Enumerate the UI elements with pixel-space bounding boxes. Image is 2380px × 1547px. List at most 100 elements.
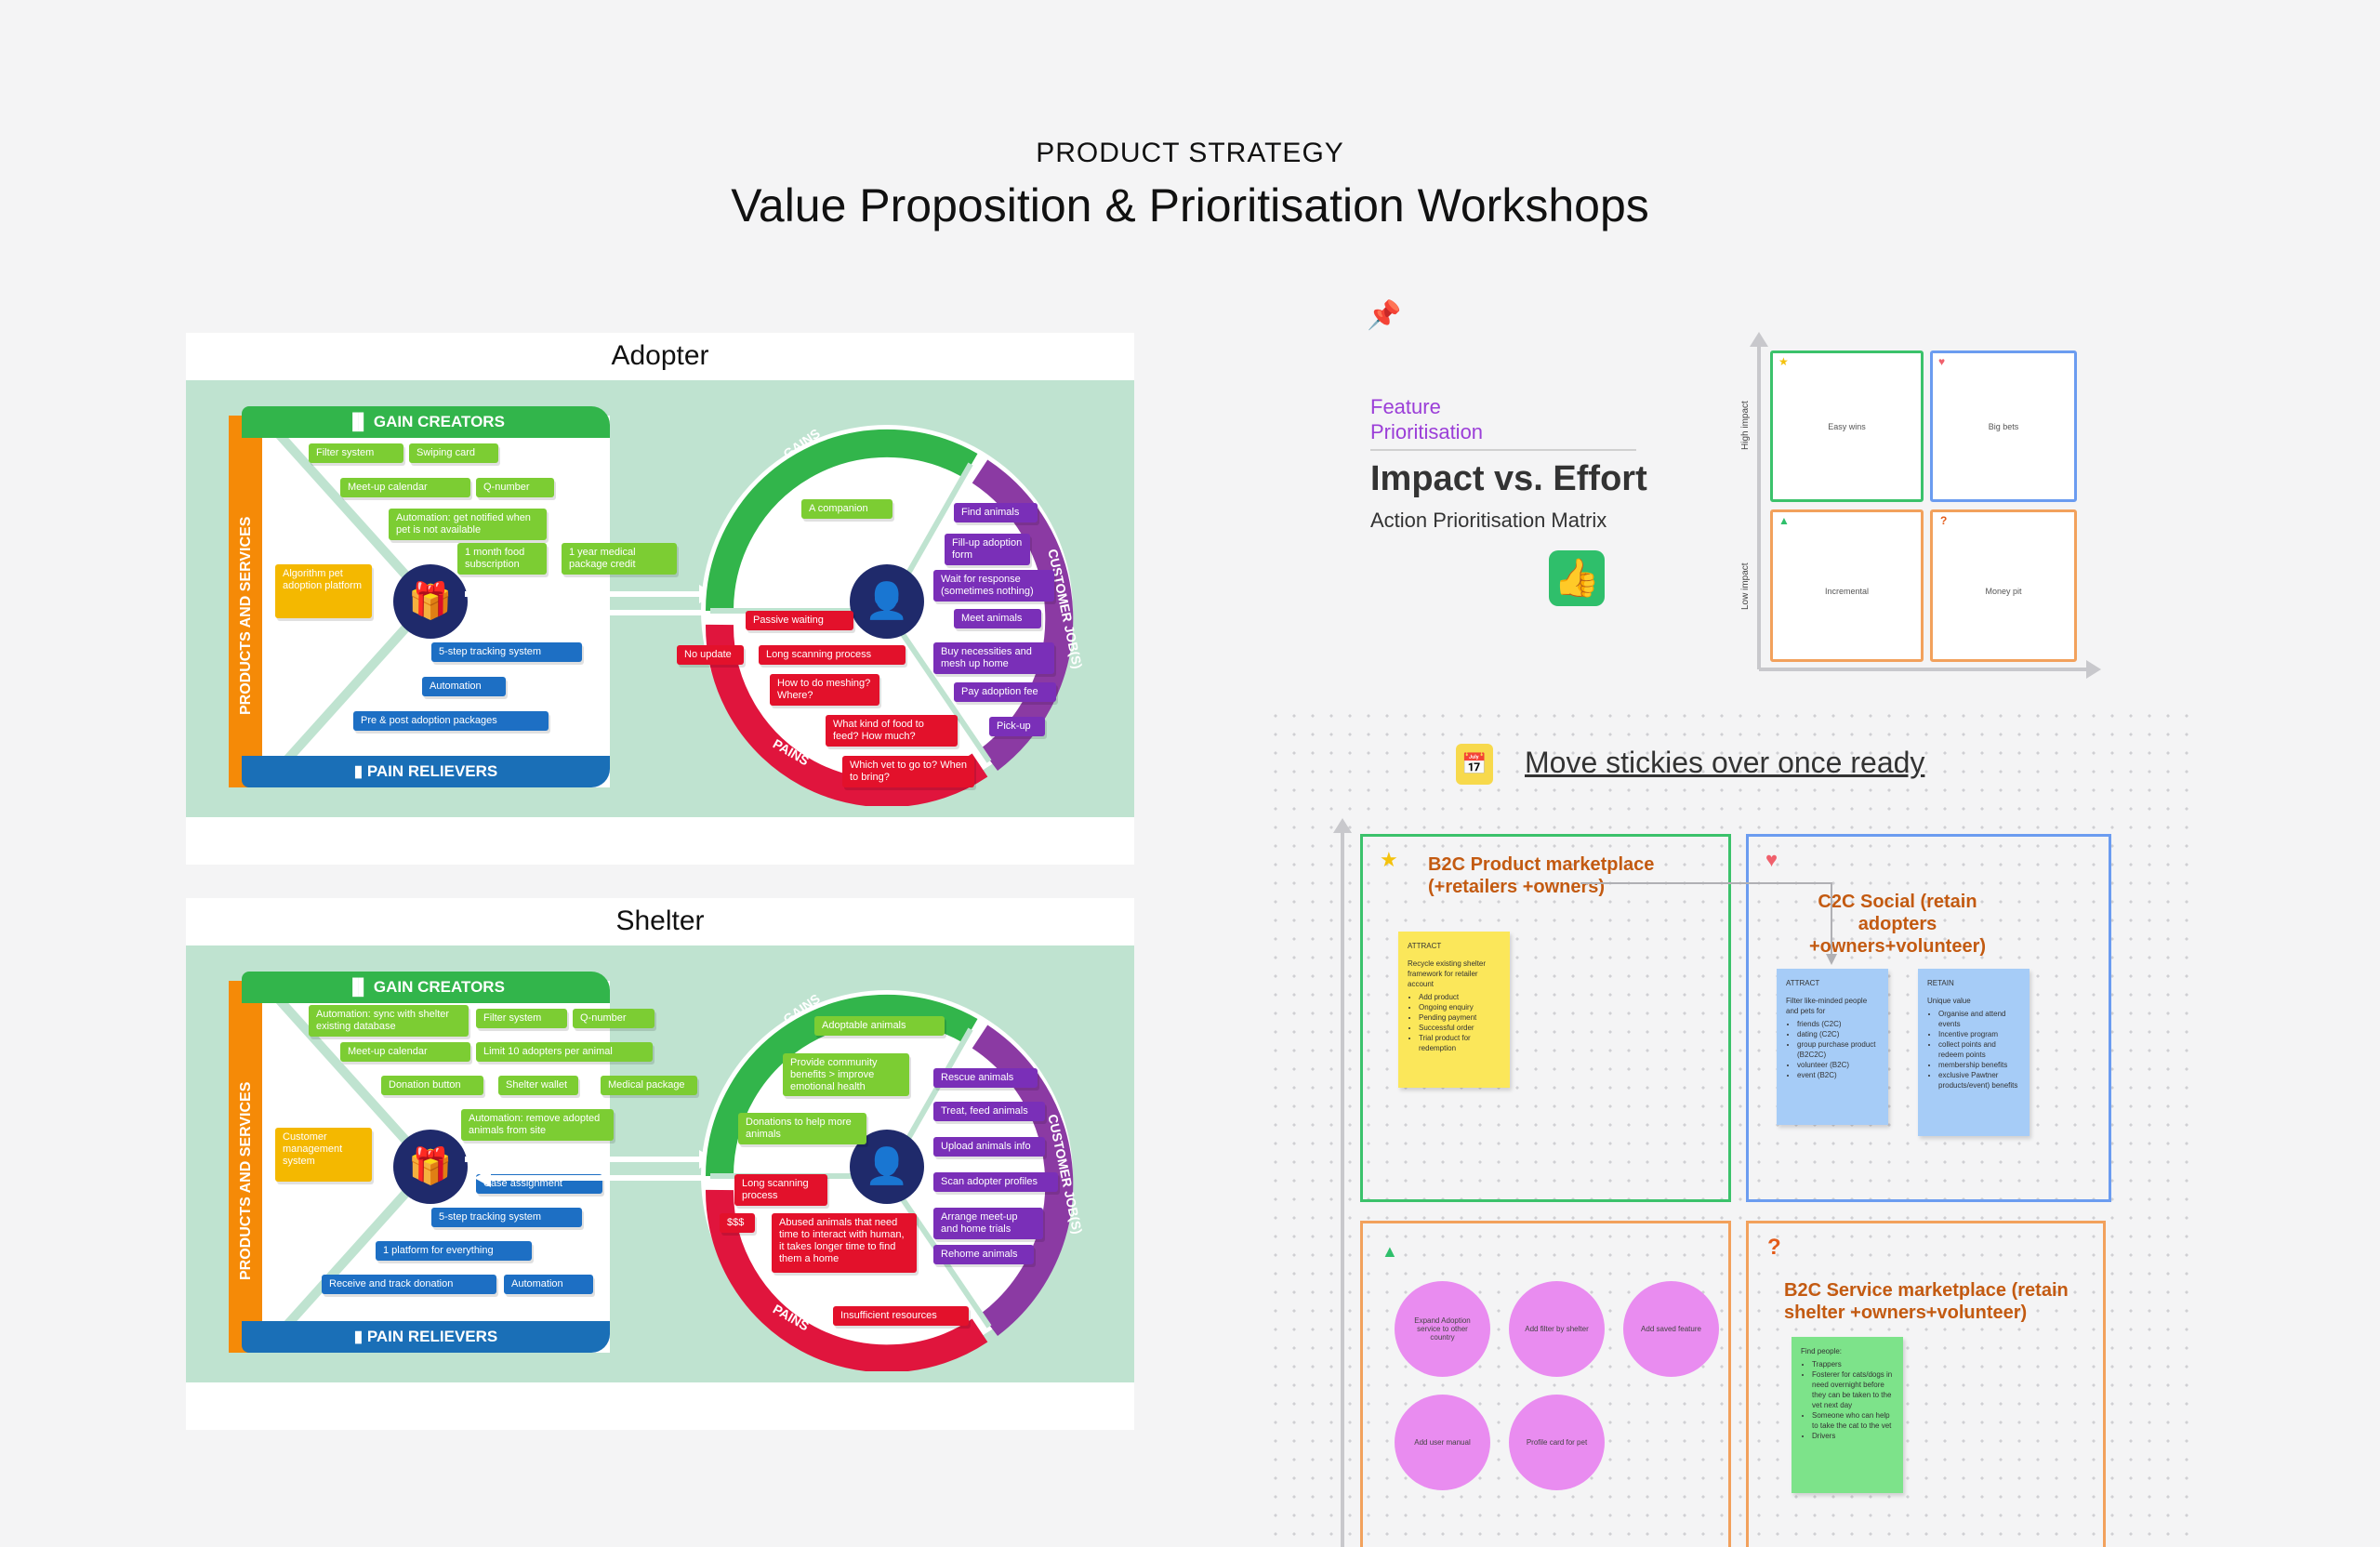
sticky-body: Unique value bbox=[1927, 997, 1971, 1005]
pain-reliever-chip[interactable]: 1 platform for everything bbox=[376, 1241, 532, 1261]
b2c-service-marketplace-zone[interactable]: ? B2C Service marketplace (retain shelte… bbox=[1746, 1221, 2106, 1547]
gain-chip[interactable]: A companion bbox=[801, 499, 892, 519]
sticky-list-item: collect points and redeem points bbox=[1938, 1039, 2020, 1060]
connector-line bbox=[1580, 882, 1837, 965]
gain-creator-chip[interactable]: Meet-up calendar bbox=[340, 1042, 470, 1062]
y-axis-high-label: High impact bbox=[1740, 401, 1751, 450]
job-chip[interactable]: Meet animals bbox=[954, 609, 1041, 628]
job-chip[interactable]: Wait for response (sometimes nothing) bbox=[933, 570, 1054, 602]
gain-creator-chip[interactable]: Medical package bbox=[601, 1076, 697, 1095]
sticky-list-item: Trial product for redemption bbox=[1419, 1033, 1501, 1053]
b2c-product-marketplace-zone[interactable]: ★ B2C Product marketplace (+retailers +o… bbox=[1360, 834, 1731, 1202]
sticky-note[interactable]: Find people: Trappers Fosterer for cats/… bbox=[1792, 1337, 1903, 1493]
products-services-band bbox=[229, 981, 262, 1353]
idea-dot[interactable]: Add filter by shelter bbox=[1509, 1281, 1605, 1377]
sticky-list-item: event (B2C) bbox=[1797, 1070, 1879, 1080]
pain-chip[interactable]: $$$ bbox=[720, 1213, 755, 1233]
gain-creator-chip[interactable]: Meet-up calendar bbox=[340, 478, 470, 497]
sticky-note[interactable]: ATTRACT Recycle existing shelter framewo… bbox=[1398, 932, 1510, 1088]
gain-creator-chip[interactable]: Donation button bbox=[381, 1076, 483, 1095]
pain-reliever-chip[interactable]: Pre & post adoption packages bbox=[353, 711, 549, 731]
gain-creator-chip[interactable]: Shelter wallet bbox=[498, 1076, 578, 1095]
sticky-list-item: Organise and attend events bbox=[1938, 1009, 2020, 1029]
gain-creator-chip[interactable]: Q-number bbox=[573, 1009, 654, 1028]
big-bets-quadrant[interactable]: ♥ Big bets bbox=[1930, 350, 2077, 502]
gain-creator-chip[interactable]: Automation: sync with shelter existing d… bbox=[309, 1005, 469, 1037]
board-heading: Move stickies over once ready bbox=[1525, 746, 1925, 779]
job-chip[interactable]: Rehome animals bbox=[933, 1245, 1034, 1264]
pain-chip[interactable]: Abused animals that need time to interac… bbox=[772, 1213, 917, 1273]
matrix-title: Impact vs. Effort bbox=[1370, 459, 1647, 498]
page-title: Value Proposition & Prioritisation Works… bbox=[731, 179, 1649, 231]
adopter-canvas: PRODUCTS AND SERVICES ▐▌ GAIN CREATORS ▮… bbox=[186, 380, 1134, 817]
gain-creator-chip[interactable]: 1 month food subscription bbox=[457, 543, 547, 575]
gain-chip[interactable]: Provide community benefits > improve emo… bbox=[783, 1053, 909, 1096]
pain-chip[interactable]: What kind of food to feed? How much? bbox=[826, 715, 958, 747]
matrix-axes bbox=[1750, 332, 2101, 679]
pain-chip[interactable]: How to do meshing? Where? bbox=[770, 674, 879, 706]
pain-reliever-chip[interactable]: Automation bbox=[504, 1275, 593, 1294]
gain-creator-chip[interactable]: Limit 10 adopters per animal bbox=[476, 1042, 653, 1062]
pain-chip[interactable]: Long scanning process bbox=[759, 645, 906, 665]
sticky-note[interactable]: ATTRACT Filter like-minded people and pe… bbox=[1777, 969, 1888, 1125]
gain-creator-chip[interactable]: Swiping card bbox=[409, 443, 498, 463]
idea-dot[interactable]: Expand Adoption service to other country bbox=[1395, 1281, 1490, 1377]
pain-chip[interactable]: Insufficient resources bbox=[833, 1306, 969, 1326]
sticky-list-item: Incentive program bbox=[1938, 1029, 2020, 1039]
product-chip[interactable]: Customer management system bbox=[275, 1128, 372, 1182]
shelter-panel: Shelter PRODUCTS AND SERVICES ▐▌ GAIN CR… bbox=[186, 898, 1134, 1430]
easy-wins-quadrant[interactable]: ★ Easy wins bbox=[1770, 350, 1924, 502]
job-chip[interactable]: Pick-up bbox=[989, 717, 1045, 736]
gain-creator-chip[interactable]: Automation: remove adopted animals from … bbox=[461, 1109, 614, 1141]
pain-reliever-chip[interactable]: 5-step tracking system bbox=[431, 642, 582, 662]
pain-chip[interactable]: Which vet to go to? When to bring? bbox=[842, 756, 974, 787]
sticky-note[interactable]: RETAIN Unique value Organise and attend … bbox=[1918, 969, 2030, 1136]
matrix-divider bbox=[1370, 449, 1636, 451]
sticky-list-item: Ongoing enquiry bbox=[1419, 1002, 1501, 1012]
fit-arrows bbox=[465, 1150, 725, 1187]
pain-reliever-chip[interactable]: Automation bbox=[422, 677, 506, 696]
pain-chip[interactable]: Long scanning process bbox=[734, 1174, 827, 1206]
money-pit-label: Money pit bbox=[1985, 587, 2022, 596]
gain-creator-chip[interactable]: Q-number bbox=[476, 478, 554, 497]
sticky-list-item: group purchase product (B2C2C) bbox=[1797, 1039, 1879, 1060]
idea-dot[interactable]: Add user manual bbox=[1395, 1395, 1490, 1490]
pain-chip[interactable]: No update bbox=[677, 645, 744, 665]
question-icon: ? bbox=[1940, 514, 1948, 527]
incremental-quadrant[interactable]: ▲ Incremental bbox=[1770, 509, 1924, 662]
sticky-head: RETAIN bbox=[1927, 979, 1954, 987]
gain-creator-chip[interactable]: Automation: get notified when pet is not… bbox=[389, 509, 547, 540]
gain-creator-chip[interactable]: 1 year medical package credit bbox=[562, 543, 677, 575]
gain-chip[interactable]: Donations to help more animals bbox=[738, 1113, 866, 1144]
gain-chip[interactable]: Adoptable animals bbox=[814, 1016, 945, 1036]
idea-dot[interactable]: Profile card for pet bbox=[1509, 1395, 1605, 1490]
money-pit-quadrant[interactable]: ? Money pit bbox=[1930, 509, 2077, 662]
incremental-zone[interactable]: ▲ Expand Adoption service to other count… bbox=[1360, 1221, 1731, 1547]
job-chip[interactable]: Rescue animals bbox=[933, 1068, 1038, 1088]
fit-arrows bbox=[465, 585, 725, 622]
pain-chip[interactable]: Passive waiting bbox=[746, 611, 853, 630]
gain-creator-chip[interactable]: Filter system bbox=[476, 1009, 567, 1028]
c2c-social-zone[interactable]: ♥ C2C Social (retain adopters +owners+vo… bbox=[1746, 834, 2111, 1202]
job-chip[interactable]: Treat, feed animals bbox=[933, 1102, 1045, 1121]
sticky-list-item: Someone who can help to take the cat to … bbox=[1812, 1410, 1894, 1431]
matrix-eyebrow: Feature Prioritisation bbox=[1370, 395, 1484, 443]
gain-creator-chip[interactable]: Filter system bbox=[309, 443, 403, 463]
pin-icon: 📌 bbox=[1367, 300, 1402, 331]
pain-reliever-chip[interactable]: 5-step tracking system bbox=[431, 1208, 582, 1227]
job-chip[interactable]: Arrange meet-up and home trials bbox=[933, 1208, 1043, 1239]
job-chip[interactable]: Find animals bbox=[954, 503, 1038, 522]
job-chip[interactable]: Fill-up adoption form bbox=[945, 534, 1030, 565]
product-chip[interactable]: Algorithm pet adoption platform bbox=[275, 564, 372, 618]
thumbs-up-small-icon: ▲ bbox=[1382, 1242, 1398, 1261]
sticky-list: Add product Ongoing enquiry Pending paym… bbox=[1419, 992, 1501, 1053]
job-chip[interactable]: Upload animals info bbox=[933, 1137, 1045, 1157]
idea-dot[interactable]: Add saved feature bbox=[1623, 1281, 1719, 1377]
zone-title: B2C Service marketplace (retain shelter … bbox=[1784, 1280, 2069, 1323]
job-chip[interactable]: Pay adoption fee bbox=[954, 682, 1056, 702]
sticky-list: friends (C2C) dating (C2C) group purchas… bbox=[1797, 1019, 1879, 1080]
pain-reliever-chip[interactable]: Receive and track donation bbox=[322, 1275, 496, 1294]
pain-relievers-band: ▮ PAIN RELIEVERS bbox=[242, 1321, 610, 1353]
job-chip[interactable]: Scan adopter profiles bbox=[933, 1172, 1058, 1192]
job-chip[interactable]: Buy necessities and mesh up home bbox=[933, 642, 1054, 674]
